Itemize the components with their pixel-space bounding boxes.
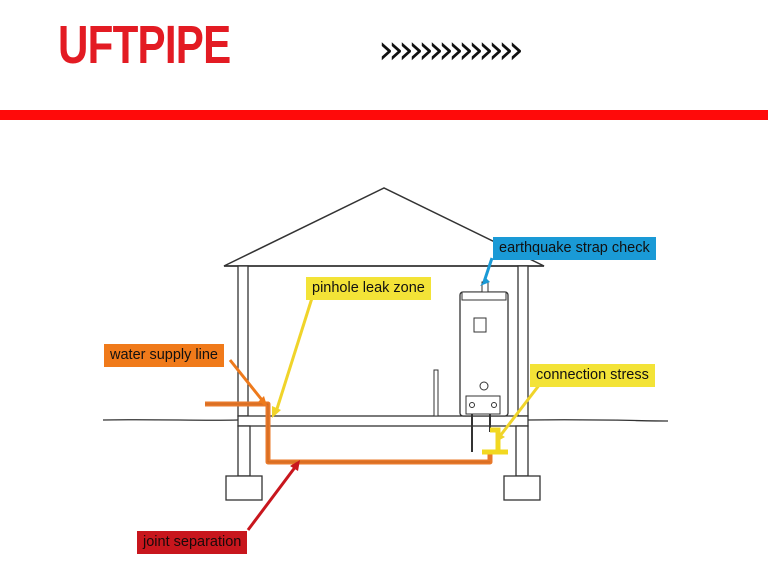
- header-divider: [0, 110, 768, 120]
- control-dial-right: [491, 402, 497, 408]
- left-foundation: [237, 425, 251, 477]
- label-water-supply: water supply line: [104, 344, 224, 367]
- label-pinhole-leak: pinhole leak zone: [306, 277, 431, 300]
- label-joint-separation: joint separation: [137, 531, 248, 554]
- connection-pointer: [498, 383, 542, 437]
- label-connection-stress: connection stress: [530, 364, 655, 387]
- left-footing: [225, 475, 263, 501]
- right-wall: [517, 265, 529, 417]
- water-heater-label: [473, 317, 487, 333]
- left-wall: [237, 265, 249, 417]
- joint-pointer: [246, 465, 298, 531]
- supply-pointer: [228, 359, 264, 401]
- vent-pipe: [433, 369, 439, 417]
- chevron-arrows-icon: ››››››››››››››: [378, 27, 524, 73]
- water-heater-knob: [479, 381, 489, 391]
- water-heater-control-panel: [465, 395, 501, 415]
- header: UFTPIPE ››››››››››››››: [0, 0, 768, 120]
- water-supply-pipe-outline: [205, 403, 490, 463]
- label-earthquake-strap: earthquake strap check: [493, 237, 656, 260]
- right-foundation: [515, 425, 529, 477]
- floor-slab: [237, 415, 529, 427]
- pinhole-pointer: [274, 297, 314, 413]
- brand-logo: UFTPIPE: [58, 15, 231, 75]
- control-dial-left: [469, 402, 475, 408]
- connection-fitting: [482, 427, 508, 455]
- right-footing: [503, 475, 541, 501]
- earthquake-pointer: [482, 257, 494, 283]
- water-heater-top: [461, 291, 507, 301]
